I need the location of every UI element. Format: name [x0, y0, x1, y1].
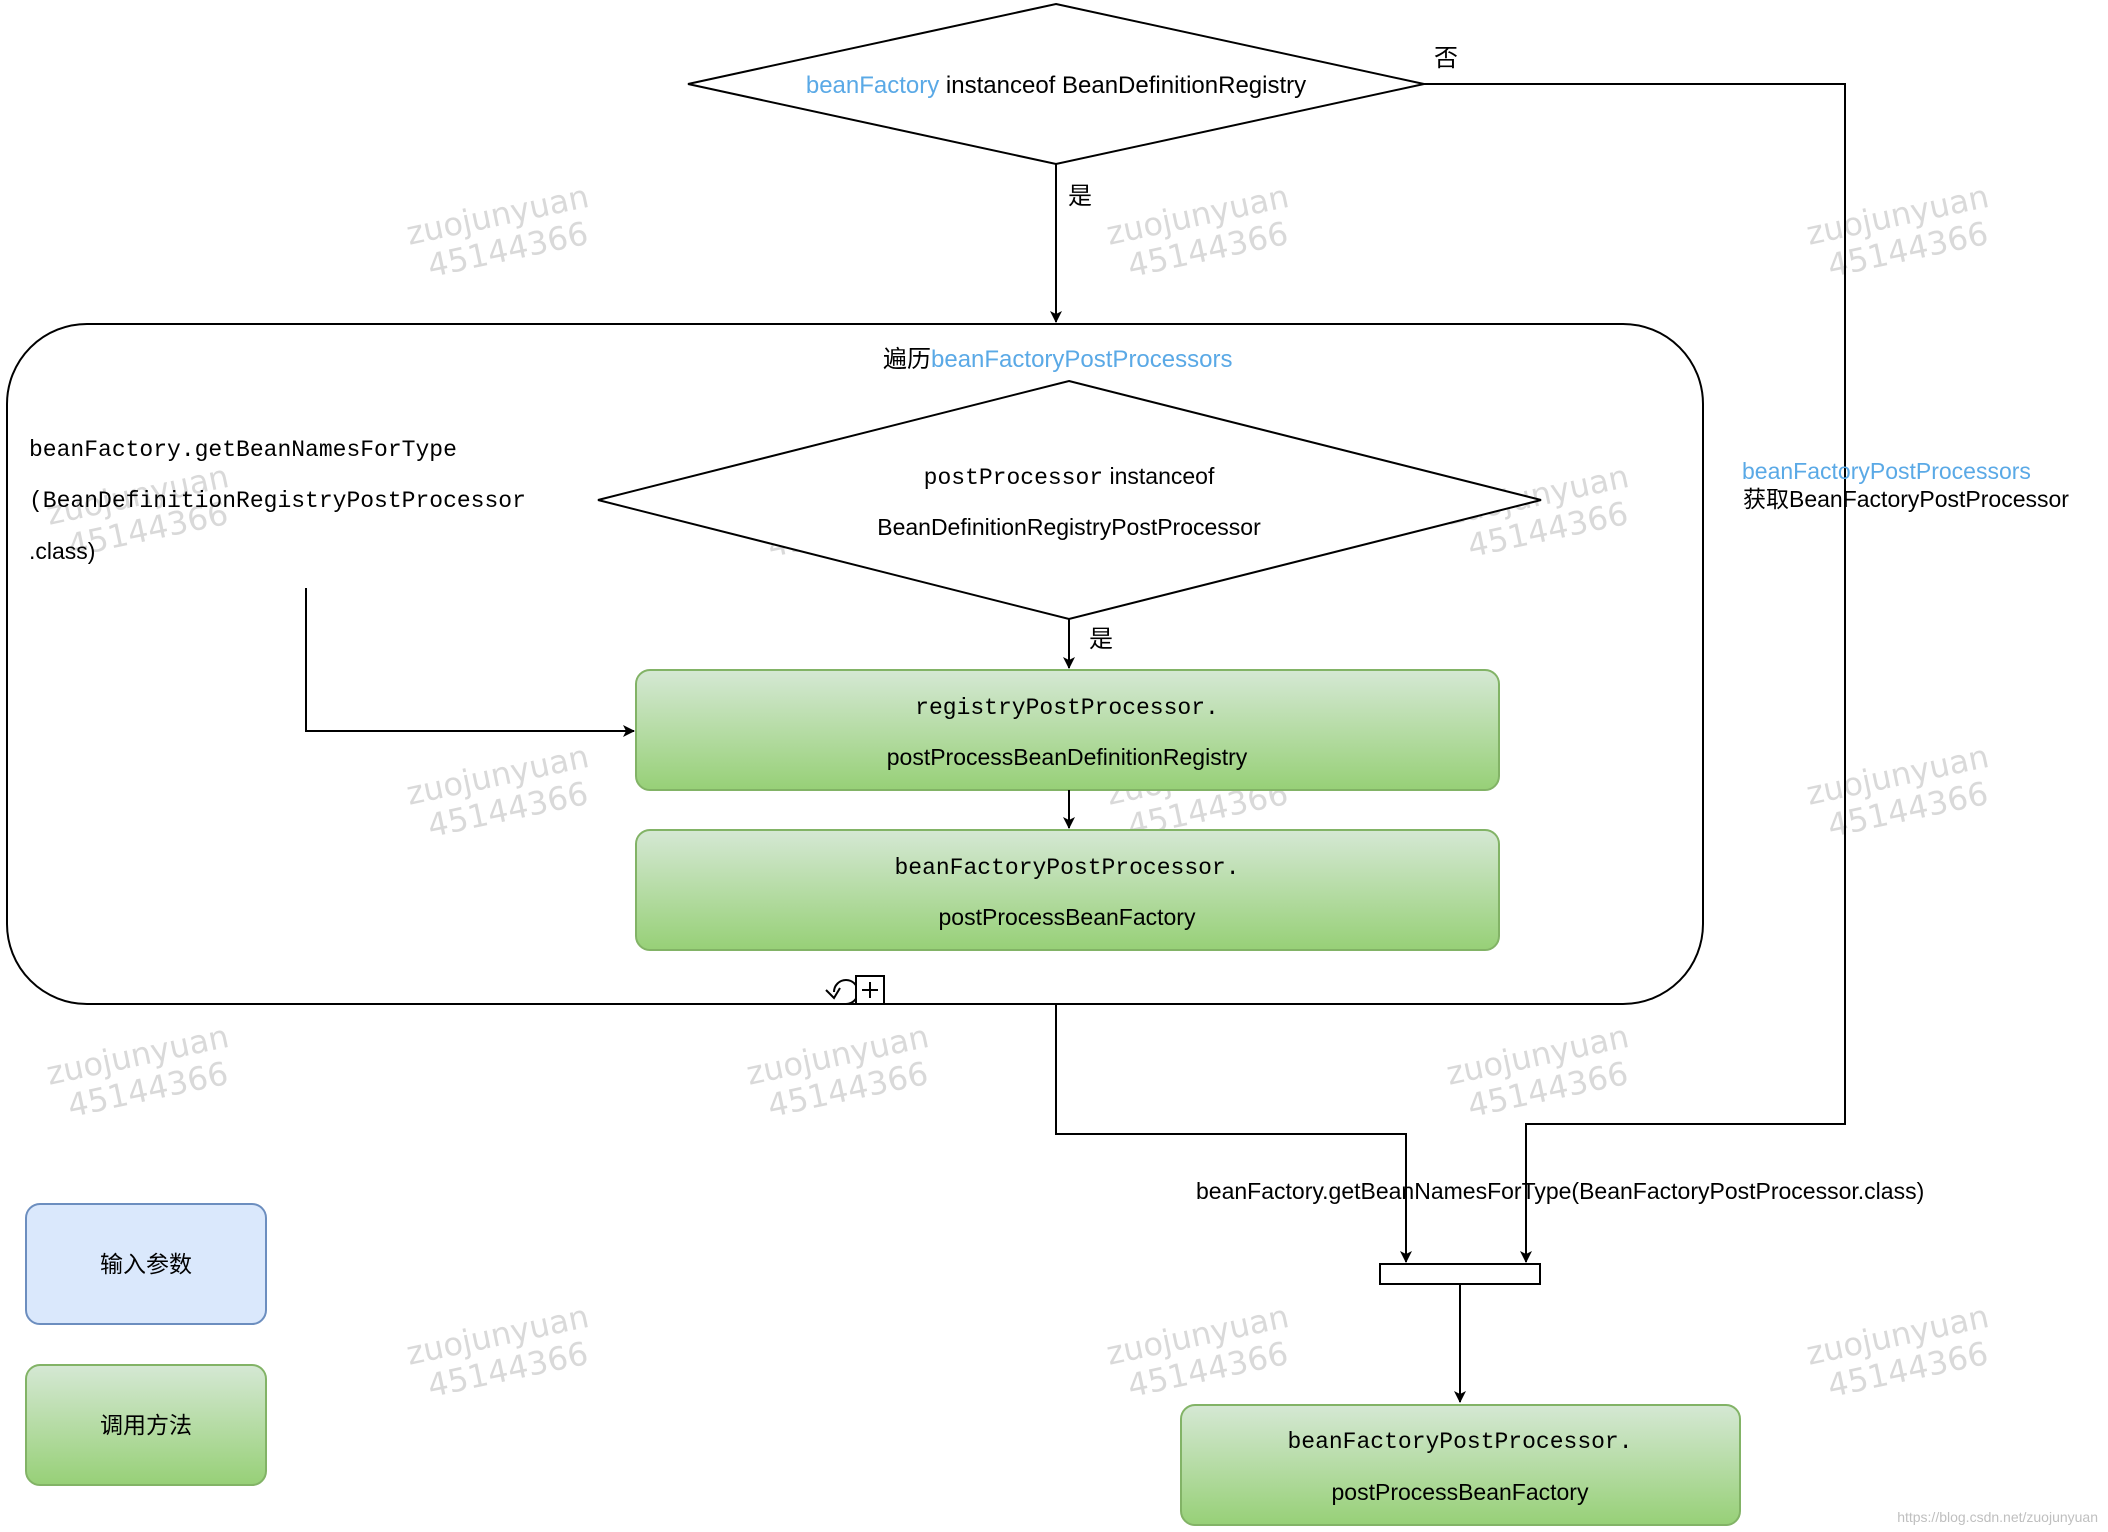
- loop-prefix: 遍历: [883, 346, 931, 373]
- input-text-line3: .class): [29, 538, 95, 564]
- method3-line2: postProcessBeanFactory: [1332, 1479, 1589, 1505]
- edge-yes-top-label: 是: [1068, 183, 1092, 210]
- decision-rest: instanceof BeanDefinitionRegistry: [939, 72, 1306, 99]
- loop-title: 遍历beanFactoryPostProcessors: [883, 346, 1232, 373]
- loop-icon-arrowhead: [825, 987, 841, 1000]
- merge-label: beanFactory.getBeanNamesForType(BeanFact…: [1196, 1178, 1924, 1204]
- input-text-line2: (BeanDefinitionRegistryPostProcessor: [29, 488, 526, 514]
- edge-no-top: [1424, 83, 1846, 1263]
- method2-line1: beanFactoryPostProcessor.: [894, 855, 1239, 881]
- decision-code: postProcessor: [924, 465, 1103, 491]
- legend-method-label: 调用方法: [100, 1412, 192, 1438]
- method2-line2: postProcessBeanFactory: [939, 904, 1196, 930]
- decision-postprocessor-check[interactable]: [597, 379, 1542, 621]
- decision-inner-rest: instanceof: [1103, 463, 1215, 489]
- method1-line2: postProcessBeanDefinitionRegistry: [887, 744, 1248, 770]
- right-note-line2: 获取BeanFactoryPostProcessor: [1743, 486, 2069, 512]
- decision-postprocessor-line2: BeanDefinitionRegistryPostProcessor: [877, 514, 1261, 540]
- legend-method-swatch: [25, 1364, 267, 1486]
- input-text-line1: beanFactory.getBeanNamesForType: [29, 437, 457, 463]
- method1-line1: registryPostProcessor.: [915, 695, 1219, 721]
- right-note-line1: beanFactoryPostProcessors: [1742, 458, 2031, 484]
- edge-input-to-method: [305, 588, 635, 737]
- method-final-post-process-factory[interactable]: [1180, 1404, 1741, 1526]
- edge-no-top-label: 否: [1434, 45, 1458, 72]
- method-post-process-registry[interactable]: [635, 669, 1500, 791]
- legend-input-swatch: [25, 1203, 267, 1325]
- decision-postprocessor-line1: postProcessor instanceof: [924, 463, 1215, 491]
- decision-registry-check-label: beanFactory instanceof BeanDefinitionReg…: [806, 72, 1306, 99]
- edge-loop-to-merge: [1055, 1004, 1412, 1263]
- decision-highlight: beanFactory: [806, 72, 939, 99]
- edge-yes-inner-label: 是: [1089, 626, 1113, 653]
- loop-marker: [825, 975, 885, 1005]
- method3-line1: beanFactoryPostProcessor.: [1287, 1429, 1632, 1455]
- loop-icon: [833, 979, 859, 1005]
- loop-highlight: beanFactoryPostProcessors: [931, 346, 1232, 373]
- method-post-process-factory[interactable]: [635, 829, 1500, 951]
- footer-url: https://blog.csdn.net/zuojunyuan: [1897, 1509, 2098, 1525]
- legend-input-label: 输入参数: [100, 1251, 192, 1277]
- merge-bar[interactable]: [1379, 1263, 1541, 1285]
